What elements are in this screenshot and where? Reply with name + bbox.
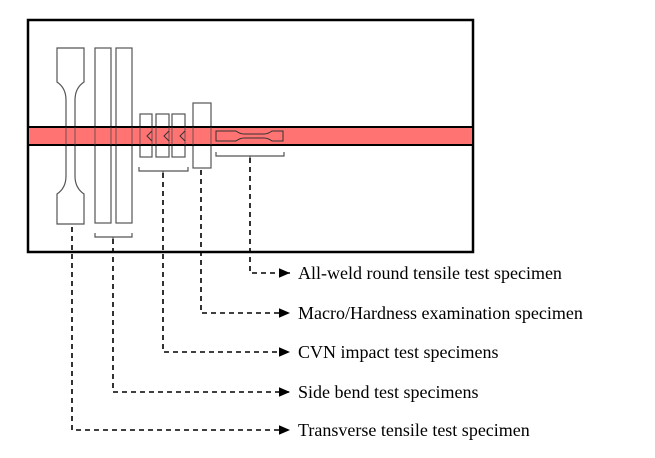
- bend-bracket: [94, 233, 133, 239]
- label-transverse-tensile: Transverse tensile test specimen: [298, 420, 530, 440]
- leader-all-weld: [249, 158, 290, 278]
- label-side-bend: Side bend test specimens: [298, 382, 478, 402]
- label-macro-hardness: Macro/Hardness examination specimen: [298, 303, 583, 323]
- leader-transverse: [71, 227, 290, 435]
- label-all-weld: All-weld round tensile test specimen: [298, 263, 562, 283]
- leader-macro: [200, 170, 290, 318]
- transverse-tensile-specimen: [56, 47, 85, 225]
- leader-cvn: [162, 173, 290, 357]
- cvn-notches: [146, 130, 186, 142]
- label-cvn: CVN impact test specimens: [298, 342, 498, 362]
- cvn-bracket: [138, 167, 189, 173]
- all-weld-round-specimen: [215, 130, 284, 142]
- all-weld-bracket: [215, 152, 285, 158]
- leader-side-bend: [112, 239, 290, 397]
- weld-band: [27, 126, 474, 146]
